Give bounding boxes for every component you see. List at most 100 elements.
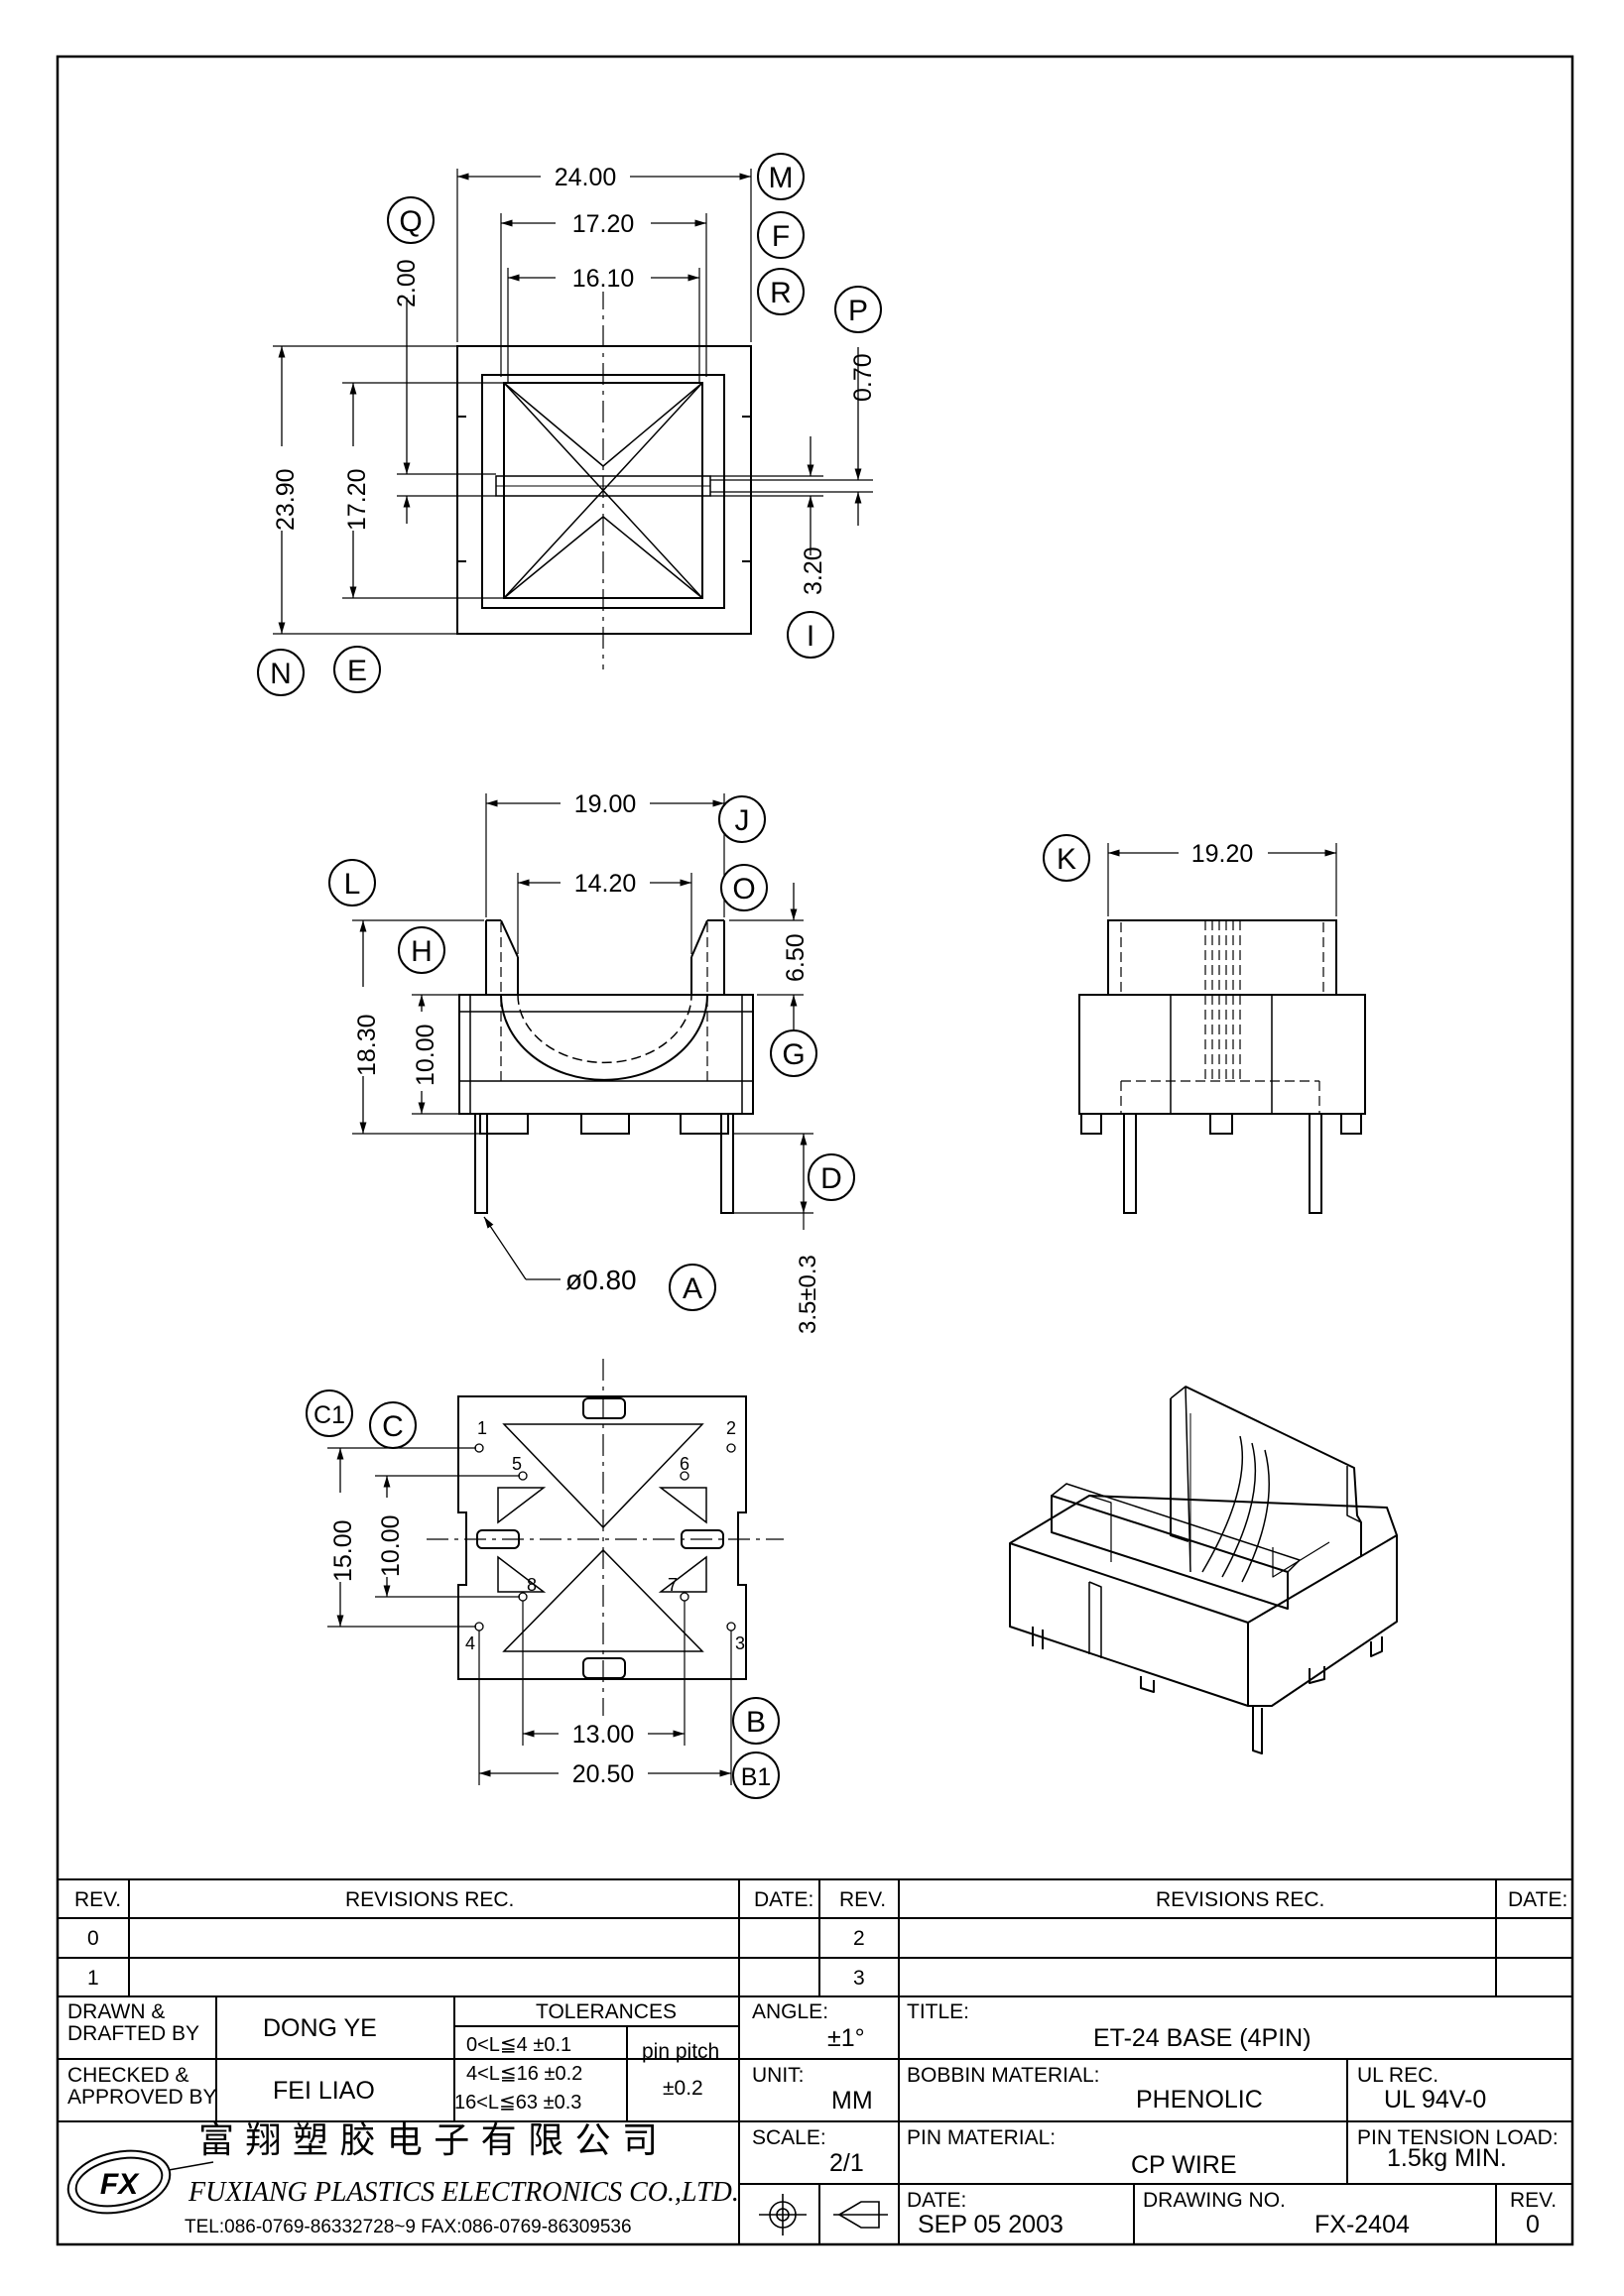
pin-label: 6 bbox=[680, 1454, 689, 1474]
isometric-view bbox=[1009, 1386, 1398, 1754]
drawn-label: DRAWN & DRAFTED BY bbox=[67, 2000, 200, 2046]
dim-3-20: 3.20 bbox=[800, 546, 827, 595]
side-view-labels: 19.20 bbox=[1179, 839, 1268, 868]
pin-label: 8 bbox=[527, 1575, 537, 1595]
revisions-header-2: REVISIONS REC. bbox=[1156, 1888, 1325, 1911]
pin-material-value: CP WIRE bbox=[1131, 2151, 1237, 2179]
projection-symbol-icon bbox=[759, 2194, 888, 2236]
pin-pitch-label: pin pitch bbox=[642, 2040, 720, 2063]
svg-text:P: P bbox=[848, 295, 868, 327]
callout-A: A bbox=[669, 1264, 716, 1311]
top-view-labels: 24.00 17.20 16.10 2.00 0.70 23.90 17.20 … bbox=[268, 163, 877, 595]
dim-18-30: 18.30 bbox=[353, 1014, 381, 1076]
front-view-labels: 19.00 14.20 6.50 18.30 10.00 3.5±0.3 ø0.… bbox=[349, 789, 821, 1334]
dim-17-20-top: 17.20 bbox=[572, 210, 635, 238]
dim-3-5-tolerance: 3.5±0.3 bbox=[795, 1255, 821, 1334]
svg-text:C1: C1 bbox=[313, 1401, 345, 1429]
rev-header: REV. bbox=[74, 1888, 122, 1911]
bobbin-material-label: BOBBIN MATERIAL: bbox=[907, 2064, 1100, 2087]
dim-17-20-top-vert: 17.20 bbox=[343, 468, 371, 531]
callout-F: F bbox=[757, 211, 805, 259]
tolerance-line: 0<L≦4 ±0.1 bbox=[466, 2034, 572, 2056]
pin-pitch-value: ±0.2 bbox=[663, 2077, 703, 2100]
company-name-chinese: 富 翔 塑 胶 电 子 有 限 公 司 bbox=[198, 2120, 658, 2161]
dim-pin-diameter: ø0.80 bbox=[565, 1265, 637, 1295]
unit-label: UNIT: bbox=[752, 2064, 805, 2087]
angle-value: ±1° bbox=[827, 2024, 865, 2052]
svg-text:B1: B1 bbox=[741, 1763, 772, 1791]
dim-10-00-front: 10.00 bbox=[412, 1024, 439, 1086]
bobbin-material-value: PHENOLIC bbox=[1136, 2086, 1263, 2114]
dim-16-10: 16.10 bbox=[572, 265, 635, 293]
company-logo-text: FX bbox=[100, 2168, 140, 2201]
rev-row-0: 0 bbox=[87, 1927, 99, 1950]
drawing-no-label: DRAWING NO. bbox=[1143, 2189, 1286, 2212]
scale-label: SCALE: bbox=[752, 2126, 826, 2149]
ul-rec-value: UL 94V-0 bbox=[1384, 2086, 1487, 2114]
dim-24-00: 24.00 bbox=[555, 164, 617, 191]
dim-2-00: 2.00 bbox=[393, 259, 421, 307]
pin-label: 4 bbox=[465, 1633, 475, 1653]
callout-I: I bbox=[787, 611, 834, 659]
rev-header-2: REV. bbox=[839, 1888, 887, 1911]
drawing-no-value: FX-2404 bbox=[1314, 2211, 1410, 2238]
sheet-border bbox=[56, 55, 1574, 2246]
tolerance-line: 4<L≦16 ±0.2 bbox=[466, 2063, 583, 2085]
svg-text:D: D bbox=[820, 1162, 842, 1195]
front-view bbox=[352, 793, 813, 1329]
date-label: DATE: bbox=[907, 2189, 967, 2212]
dim-20-50: 20.50 bbox=[572, 1760, 635, 1788]
svg-text:G: G bbox=[782, 1038, 805, 1071]
svg-text:C: C bbox=[382, 1410, 404, 1443]
pin-label: 3 bbox=[735, 1633, 745, 1653]
svg-text:H: H bbox=[411, 935, 433, 968]
pin-label: 1 bbox=[477, 1418, 487, 1438]
rev-row-2: 2 bbox=[853, 1927, 865, 1950]
drawn-by-value: DONG YE bbox=[263, 2014, 377, 2042]
rev-label: REV. bbox=[1510, 2189, 1558, 2212]
pin-label: 2 bbox=[726, 1418, 736, 1438]
dim-19-20: 19.20 bbox=[1191, 840, 1254, 868]
svg-text:B: B bbox=[746, 1706, 766, 1739]
callout-D: D bbox=[808, 1153, 855, 1201]
rev-value: 0 bbox=[1526, 2211, 1540, 2238]
checked-label: CHECKED & APPROVED BY bbox=[67, 2064, 217, 2110]
dim-19-00: 19.00 bbox=[574, 790, 637, 818]
dim-0-70: 0.70 bbox=[849, 353, 877, 402]
bottom-view-labels: 1 2 5 6 8 7 4 3 15.00 10.00 13.00 20.50 bbox=[325, 1418, 745, 1788]
callout-bubbles: M F R Q P I N E J O L H G D A K C1 C B B… bbox=[257, 153, 1090, 1799]
dim-13-00: 13.00 bbox=[572, 1721, 635, 1749]
svg-text:Q: Q bbox=[399, 205, 422, 238]
company-logo-icon bbox=[66, 2149, 214, 2215]
callout-P: P bbox=[834, 286, 882, 333]
pin-tension-value: 1.5kg MIN. bbox=[1387, 2144, 1507, 2172]
dim-10-00-bottom: 10.00 bbox=[377, 1514, 405, 1577]
callout-K: K bbox=[1043, 834, 1090, 882]
date-header-2: DATE: bbox=[1508, 1888, 1568, 1911]
callout-N: N bbox=[257, 649, 305, 696]
callout-J: J bbox=[718, 795, 766, 843]
bottom-view bbox=[327, 1359, 784, 1785]
drawing-title: ET-24 BASE (4PIN) bbox=[1093, 2024, 1312, 2052]
tolerance-line: 16<L≦63 ±0.3 bbox=[454, 2092, 582, 2114]
callout-E: E bbox=[333, 646, 381, 693]
dim-23-90: 23.90 bbox=[272, 468, 300, 531]
top-view bbox=[273, 169, 873, 669]
pin-label: 7 bbox=[668, 1575, 678, 1595]
date-header: DATE: bbox=[754, 1888, 814, 1911]
rev-row-1: 1 bbox=[87, 1967, 99, 1990]
svg-text:L: L bbox=[344, 868, 361, 901]
angle-label: ANGLE: bbox=[752, 2000, 829, 2023]
callout-L: L bbox=[328, 859, 376, 906]
callout-G: G bbox=[770, 1029, 817, 1077]
callout-Q: Q bbox=[387, 196, 435, 244]
tolerances-label: TOLERANCES bbox=[536, 2000, 677, 2023]
callout-C: C bbox=[369, 1401, 417, 1449]
svg-text:K: K bbox=[1057, 843, 1076, 876]
dim-14-20: 14.20 bbox=[574, 870, 637, 898]
pin-material-label: PIN MATERIAL: bbox=[907, 2126, 1057, 2149]
svg-text:I: I bbox=[807, 620, 814, 653]
callout-B1: B1 bbox=[732, 1752, 780, 1799]
title-block-grid bbox=[58, 1878, 1572, 2244]
